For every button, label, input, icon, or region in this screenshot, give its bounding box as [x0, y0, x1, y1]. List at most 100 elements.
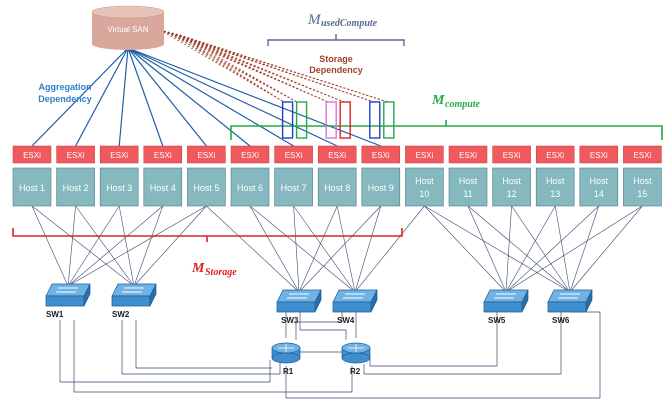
router-link	[73, 320, 353, 393]
esxi-box	[12, 145, 52, 164]
host-label: Host 3	[106, 183, 132, 193]
router-link	[369, 312, 498, 367]
host-label: Host	[590, 176, 609, 186]
switch-label: SW6	[552, 316, 570, 325]
host-switch-link	[511, 205, 571, 293]
storage-dependency-line	[159, 29, 329, 103]
esxi-box	[56, 145, 95, 164]
host-label: Host	[502, 176, 521, 186]
host-box	[12, 167, 52, 207]
switch-top	[276, 289, 322, 303]
esxi-label: ESXi	[154, 151, 172, 160]
host-label: 11	[463, 189, 472, 199]
router-base	[341, 352, 371, 364]
host-label: Host 4	[150, 183, 176, 193]
switch-side	[521, 289, 529, 313]
host-box	[405, 167, 444, 207]
aggregation-line	[75, 47, 129, 147]
aggregation-line	[127, 47, 382, 147]
switch-top	[45, 283, 91, 297]
esxi-box	[579, 145, 619, 164]
esxi-label: ESXi	[67, 151, 85, 160]
storage-label: M	[191, 261, 205, 276]
host-box	[579, 167, 619, 207]
compute-subscript: compute	[445, 99, 481, 110]
esxi-box	[405, 145, 444, 164]
host-switch-link	[293, 205, 356, 293]
used-compute-subscript: usedCompute	[321, 18, 378, 29]
esxi-box	[448, 145, 488, 164]
host-switch-link	[505, 205, 643, 293]
host-label: Host 1	[19, 183, 45, 193]
host-box	[623, 167, 662, 207]
network-switch	[276, 289, 322, 313]
aggregation-line	[127, 47, 294, 147]
storage-dependency-line	[179, 34, 345, 103]
host-label: 12	[507, 189, 517, 199]
host-box	[274, 167, 313, 207]
switch-top	[332, 289, 378, 303]
esxi-box	[361, 145, 401, 164]
storage-dependency-line	[175, 33, 375, 103]
switch-top	[483, 289, 529, 303]
esxi-box	[143, 145, 183, 164]
virtual-san: Virtual SAN	[91, 5, 165, 50]
esxi-label: ESXi	[372, 151, 390, 160]
host-switch-link	[554, 205, 571, 293]
host-switch-link	[67, 205, 120, 287]
switch-label: SW1	[46, 310, 64, 319]
host-switch-link	[467, 205, 507, 293]
switch-side	[370, 289, 378, 313]
host-box	[492, 167, 531, 207]
esxi-label: ESXi	[198, 151, 216, 160]
host-label: Host 6	[237, 183, 263, 193]
router-link	[285, 311, 601, 399]
router-label: R2	[350, 367, 361, 376]
switch-front	[547, 301, 587, 313]
storage-dependency-line	[179, 34, 298, 103]
network-switch	[45, 283, 91, 307]
switch-front	[45, 295, 85, 307]
host-switch-link	[31, 205, 135, 287]
host-label: Host 2	[63, 183, 89, 193]
host-label: Host 7	[281, 183, 307, 193]
host-switch-link	[569, 205, 643, 293]
storage-dependency-label: Storage	[319, 54, 353, 64]
host-box	[143, 167, 183, 207]
host-switch-link	[298, 205, 382, 293]
switch-side	[585, 289, 593, 313]
host-switch-link	[249, 205, 300, 293]
router-link	[135, 320, 272, 369]
host-switch-link	[505, 205, 600, 293]
router-link	[299, 312, 347, 340]
switch-side	[83, 283, 91, 307]
esxi-label: ESXi	[590, 151, 608, 160]
storage-brace	[12, 228, 403, 237]
host-switch-link	[67, 205, 207, 287]
host-switch-link	[336, 205, 356, 293]
host-switch-link	[354, 205, 425, 293]
network-switch	[111, 283, 157, 307]
aggregation-line	[118, 47, 129, 147]
host-switch-link	[67, 205, 163, 287]
network-router	[341, 342, 371, 364]
switch-top	[111, 283, 157, 297]
host-label: Host 5	[193, 183, 219, 193]
host-label: Host	[459, 176, 478, 186]
host-box	[56, 167, 95, 207]
esxi-box	[317, 145, 357, 164]
esxi-label: ESXi	[241, 151, 259, 160]
aggregation-line	[127, 47, 164, 147]
router-label: R1	[283, 367, 294, 376]
san-top	[91, 5, 165, 19]
connection-lines	[31, 29, 643, 399]
host-switch-link	[467, 205, 571, 293]
vm-icon	[339, 101, 351, 139]
host-label: Host	[633, 176, 652, 186]
vm-icon	[325, 101, 337, 139]
storage-dependency-label: Dependency	[309, 65, 363, 75]
storage-dependency-line	[179, 34, 389, 103]
esxi-box	[187, 145, 226, 164]
